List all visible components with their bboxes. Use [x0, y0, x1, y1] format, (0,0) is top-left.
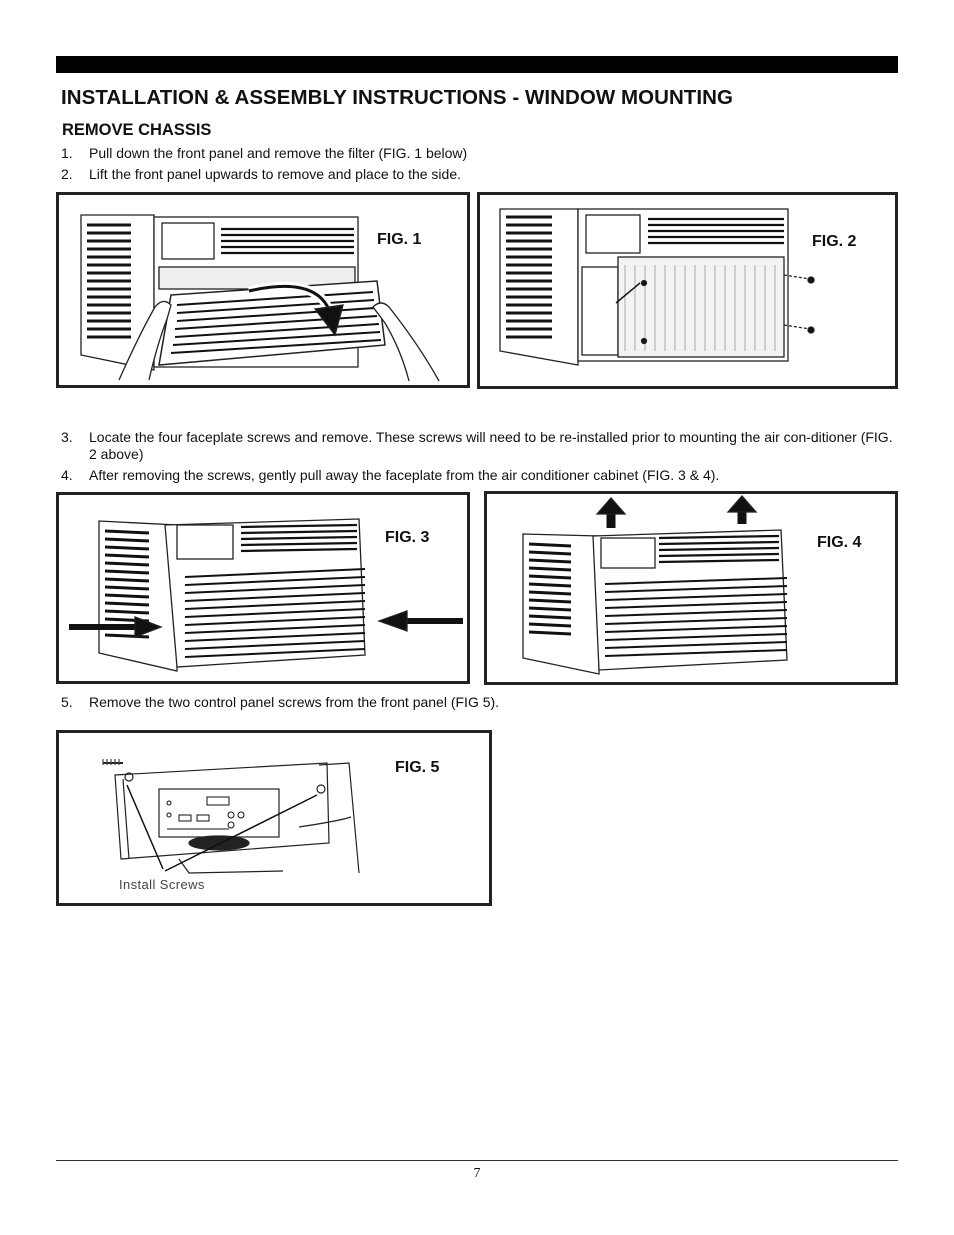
ac-unit-faceplate-pull-icon: [69, 518, 463, 672]
figure-5: FIG. 5 Install Screws: [56, 730, 492, 906]
figure-2: FIG. 2: [477, 192, 898, 389]
figure-label: FIG. 5: [395, 759, 440, 776]
ac-unit-faceplate-screws-icon: [499, 208, 815, 366]
step-text: After removing the screws, gently pull a…: [89, 467, 720, 483]
figure-4: FIG. 4: [484, 491, 898, 685]
page-title: INSTALLATION & ASSEMBLY INSTRUCTIONS - W…: [61, 86, 733, 109]
step-number: 4.: [61, 467, 73, 483]
figure-1: FIG. 1: [56, 192, 470, 388]
figure-3: FIG. 3: [56, 492, 470, 684]
section-title: REMOVE CHASSIS: [62, 121, 212, 139]
figure-label: FIG. 1: [377, 231, 422, 248]
figure-label: FIG. 3: [385, 529, 430, 546]
header-bar: [56, 56, 898, 73]
step-text: Remove the two control panel screws from…: [89, 694, 500, 710]
step-number: 2.: [61, 166, 73, 182]
control-panel-screws-icon: [102, 759, 360, 874]
step-number: 1.: [61, 145, 73, 161]
step-number: 3.: [61, 429, 73, 445]
step-number: 5.: [61, 694, 73, 710]
figure-label: FIG. 4: [817, 534, 862, 551]
step-text: Lift the front panel upwards to remove a…: [89, 166, 462, 182]
ac-unit-faceplate-lift-icon: [522, 495, 788, 675]
ac-unit-filter-removal-icon: [80, 214, 440, 382]
page-number: 7: [473, 1166, 481, 1181]
footer-divider: [56, 1160, 898, 1161]
figure-label: FIG. 2: [812, 233, 857, 250]
step-text: Pull down the front panel and remove the…: [89, 145, 468, 161]
figure-caption: Install Screws: [119, 877, 205, 892]
step-text: Locate the four faceplate screws and rem…: [89, 429, 893, 462]
